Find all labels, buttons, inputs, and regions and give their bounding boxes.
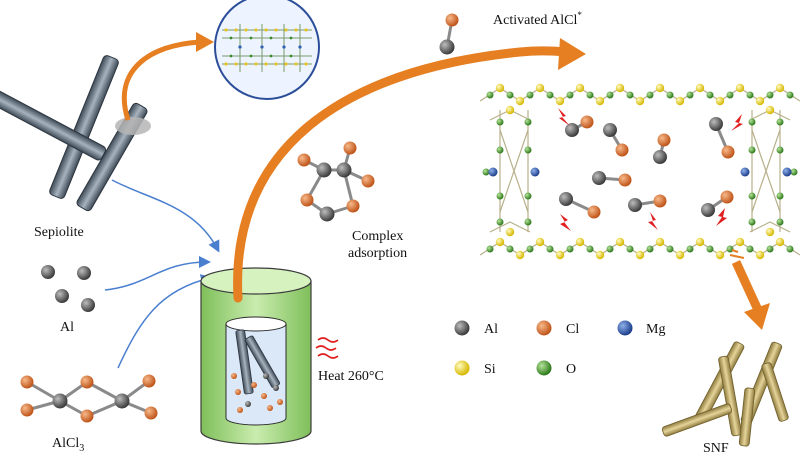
zoom-arrowhead — [196, 32, 214, 52]
reactor — [200, 267, 312, 445]
activated-alcl-label: Activated AlCl* — [493, 10, 582, 28]
sepiolite-rods — [0, 55, 151, 212]
activated-label-superscript: * — [577, 10, 582, 20]
zoom-arrow — [121, 39, 201, 121]
activated-label-base: Activated AlCl — [493, 13, 577, 28]
al-label: Al — [60, 320, 74, 335]
spark-icon — [558, 108, 570, 126]
sepiolite-rod — [0, 78, 107, 161]
alcl3-label-base: AlCl — [52, 436, 79, 451]
heat-waves-icon — [315, 337, 339, 359]
legend-o-swatch — [536, 360, 552, 376]
heat-label: Heat 260°C — [318, 369, 384, 384]
spark-icon — [648, 212, 658, 230]
sepiolite-rod — [49, 55, 119, 199]
tunnel-alcl-atoms — [559, 115, 735, 219]
structure-zoom-circle — [214, 0, 320, 100]
legend-al-label: Al — [484, 322, 498, 337]
snf-rods — [661, 341, 789, 447]
legend-mg-swatch — [617, 320, 633, 336]
feed-arrows — [104, 179, 220, 369]
reaction-spark-icons — [558, 108, 743, 231]
complex-ring — [297, 141, 375, 222]
spark-icon — [731, 114, 743, 131]
snf-label: SNF — [703, 441, 729, 456]
feed-arrow-alcl3 — [117, 274, 213, 369]
main-process-arrowhead — [558, 38, 586, 70]
feed-arrow-sepiolite — [111, 179, 220, 253]
tunnel-structure — [479, 83, 801, 260]
legend-si-swatch — [454, 360, 470, 376]
complex-label-line2: adsorption — [348, 246, 407, 261]
legend-al-swatch — [454, 320, 470, 336]
tunnel-alcl-bonds — [565, 120, 730, 214]
rod-cross-section — [115, 117, 151, 135]
complex-label-line1: Complex — [352, 229, 403, 244]
legend-mg-label: Mg — [646, 322, 665, 337]
alcl3-label: AlCl3 — [52, 436, 84, 454]
snf-arrow — [729, 249, 770, 330]
legend-si-label: Si — [484, 362, 496, 377]
alcl3-label-subscript: 3 — [79, 443, 84, 454]
legend-cl-label: Cl — [566, 322, 579, 337]
spark-icon — [716, 208, 727, 226]
alcl3-molecule — [20, 374, 158, 423]
feed-arrow-al — [104, 256, 211, 291]
activated-alcl-molecule — [439, 13, 459, 55]
sepiolite-label: Sepiolite — [34, 225, 84, 240]
main-process-arrow — [233, 46, 571, 303]
legend-o-label: O — [566, 362, 576, 377]
legend: Al Cl Mg Si O — [454, 320, 665, 377]
al-atoms — [41, 265, 95, 312]
legend-cl-swatch — [536, 320, 552, 336]
spark-icon — [560, 214, 571, 231]
